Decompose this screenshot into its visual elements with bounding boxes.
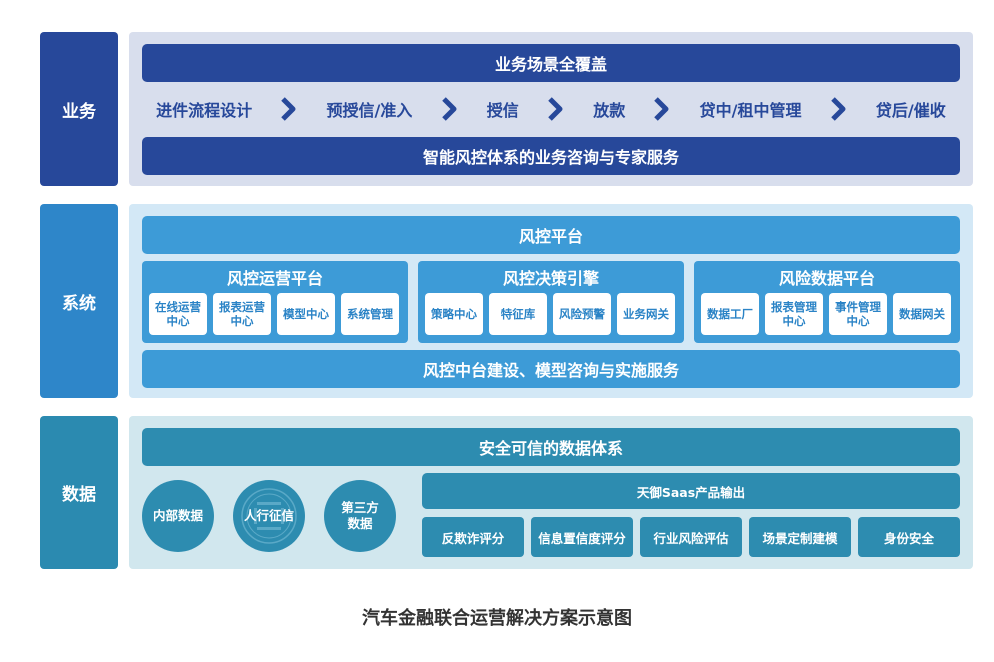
system-top-bar: 风控平台 <box>142 216 960 254</box>
platform-title: 风险数据平台 <box>778 269 875 288</box>
chevron-right-icon <box>654 97 669 121</box>
flow-step: 放款 <box>593 101 626 120</box>
flow-step: 进件流程设计 <box>156 101 253 120</box>
platform-title: 风控决策引擎 <box>502 269 599 288</box>
saas-output-bar: 天御Saas产品输出 <box>422 473 960 509</box>
data-source-circle: 第三方 数据 <box>324 480 396 552</box>
module-box: 事件管理 中心 <box>829 293 887 335</box>
output-item: 行业风险评估 <box>640 517 742 557</box>
output-item: 信息置信度评分 <box>531 517 633 557</box>
data-source-circle: 内部数据 <box>142 480 214 552</box>
business-top-bar: 业务场景全覆盖 <box>142 44 960 82</box>
module-box: 模型中心 <box>277 293 335 335</box>
system-side-label: 系统 <box>40 204 118 398</box>
module-box: 系统管理 <box>341 293 399 335</box>
module-box: 策略中心 <box>425 293 483 335</box>
business-side-label: 业务 <box>40 32 118 186</box>
output-item: 场景定制建模 <box>749 517 851 557</box>
chevron-right-icon <box>830 97 846 121</box>
module-box: 报表管理 中心 <box>765 293 823 335</box>
output-item: 反欺诈评分 <box>422 517 524 557</box>
data-top-bar: 安全可信的数据体系 <box>142 428 960 466</box>
risk-data-platform: 风险数据平台 数据工厂 报表管理 中心 事件管理 中心 数据网关 <box>694 261 960 343</box>
data-source-circle: 人行征信 <box>233 480 305 552</box>
module-box: 报表运营 中心 <box>213 293 271 335</box>
data-source-label: 人行征信 <box>243 508 294 523</box>
flow-step: 授信 <box>486 101 519 120</box>
diagram-caption: 汽车金融联合运营解决方案示意图 <box>362 608 632 629</box>
flow-step: 贷中/租中管理 <box>699 101 802 120</box>
module-box: 业务网关 <box>617 293 675 335</box>
seal-pattern-icon <box>241 488 297 544</box>
chevron-right-icon <box>281 97 296 121</box>
module-box: 在线运营 中心 <box>149 293 207 335</box>
module-box: 数据网关 <box>893 293 951 335</box>
flow-step: 贷后/催收 <box>875 101 946 120</box>
risk-ops-platform: 风控运营平台 在线运营 中心 报表运营 中心 模型中心 系统管理 <box>142 261 408 343</box>
flow-step: 预授信/准入 <box>326 101 413 120</box>
system-bottom-bar: 风控中台建设、模型咨询与实施服务 <box>142 350 960 388</box>
risk-decision-engine: 风控决策引擎 策略中心 特征库 风险预警 业务网关 <box>418 261 684 343</box>
module-box: 数据工厂 <box>701 293 759 335</box>
platform-title: 风控运营平台 <box>226 269 323 288</box>
business-flow: 进件流程设计 预授信/准入 授信 放款 贷中/租中管理 贷后/催收 <box>142 92 960 126</box>
chevron-right-icon <box>548 97 563 121</box>
module-box: 风险预警 <box>553 293 611 335</box>
data-side-label: 数据 <box>40 416 118 569</box>
module-box: 特征库 <box>489 293 547 335</box>
output-item: 身份安全 <box>858 517 960 557</box>
business-bottom-bar: 智能风控体系的业务咨询与专家服务 <box>142 137 960 175</box>
chevron-right-icon <box>441 97 457 121</box>
